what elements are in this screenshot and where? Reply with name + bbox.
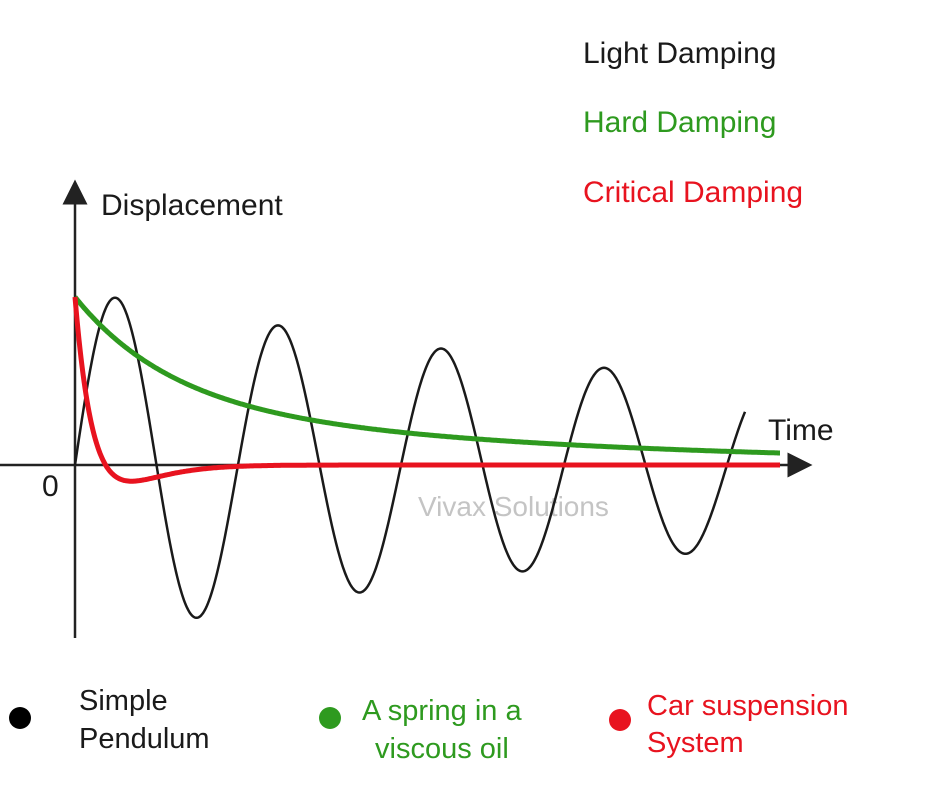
legend-light-damping: Light Damping [583,37,776,70]
legend-car-line2: System [647,727,744,759]
legend-red-dot [609,709,631,731]
legend-pendulum-line2: Pendulum [79,723,210,755]
y-axis-label: Displacement [101,189,283,222]
legend-car-line1: Car suspension [647,690,849,722]
legend-hard-damping: Hard Damping [583,106,776,139]
legend-pendulum-line1: Simple [79,685,168,717]
legend-green-dot [319,707,341,729]
critical-damping-curve [72,296,780,484]
light-damping-curve [73,296,747,620]
x-axis-label: Time [768,414,834,447]
watermark: Vivax Solutions [418,491,609,522]
legend-spring-line2: viscous oil [375,733,509,765]
legend-critical-damping: Critical Damping [583,176,803,209]
hard-damping-curve [73,295,780,456]
origin-label: 0 [42,470,59,503]
legend-spring-line1: A spring in a [362,695,522,727]
legend-black-dot [9,707,31,729]
